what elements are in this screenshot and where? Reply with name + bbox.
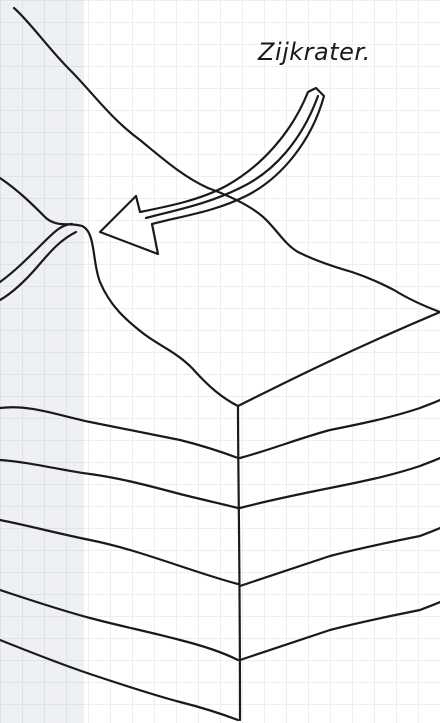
stratum-line-right-1 xyxy=(240,400,440,458)
stratum-line-right-3 xyxy=(240,528,440,586)
terrain-back-ridge xyxy=(208,188,440,312)
stratum-line-right-4 xyxy=(240,602,440,660)
block-top-right-edge xyxy=(238,312,440,406)
stratum-line-left-5 xyxy=(0,640,238,720)
stratum-line-left-3 xyxy=(0,520,238,584)
side-crater-label: Zijkrater. xyxy=(258,38,371,66)
stratum-line-left-2 xyxy=(0,460,238,508)
side-crater-inner xyxy=(0,232,76,300)
mountain-slope-line xyxy=(14,8,208,188)
block-front-edge xyxy=(238,406,240,720)
side-crater-outer xyxy=(0,224,72,282)
stratum-line-right-2 xyxy=(240,458,440,508)
stratum-line-left-4 xyxy=(0,590,238,660)
pointer-arrow-icon xyxy=(100,88,324,254)
stratum-line-left-1 xyxy=(0,407,238,458)
